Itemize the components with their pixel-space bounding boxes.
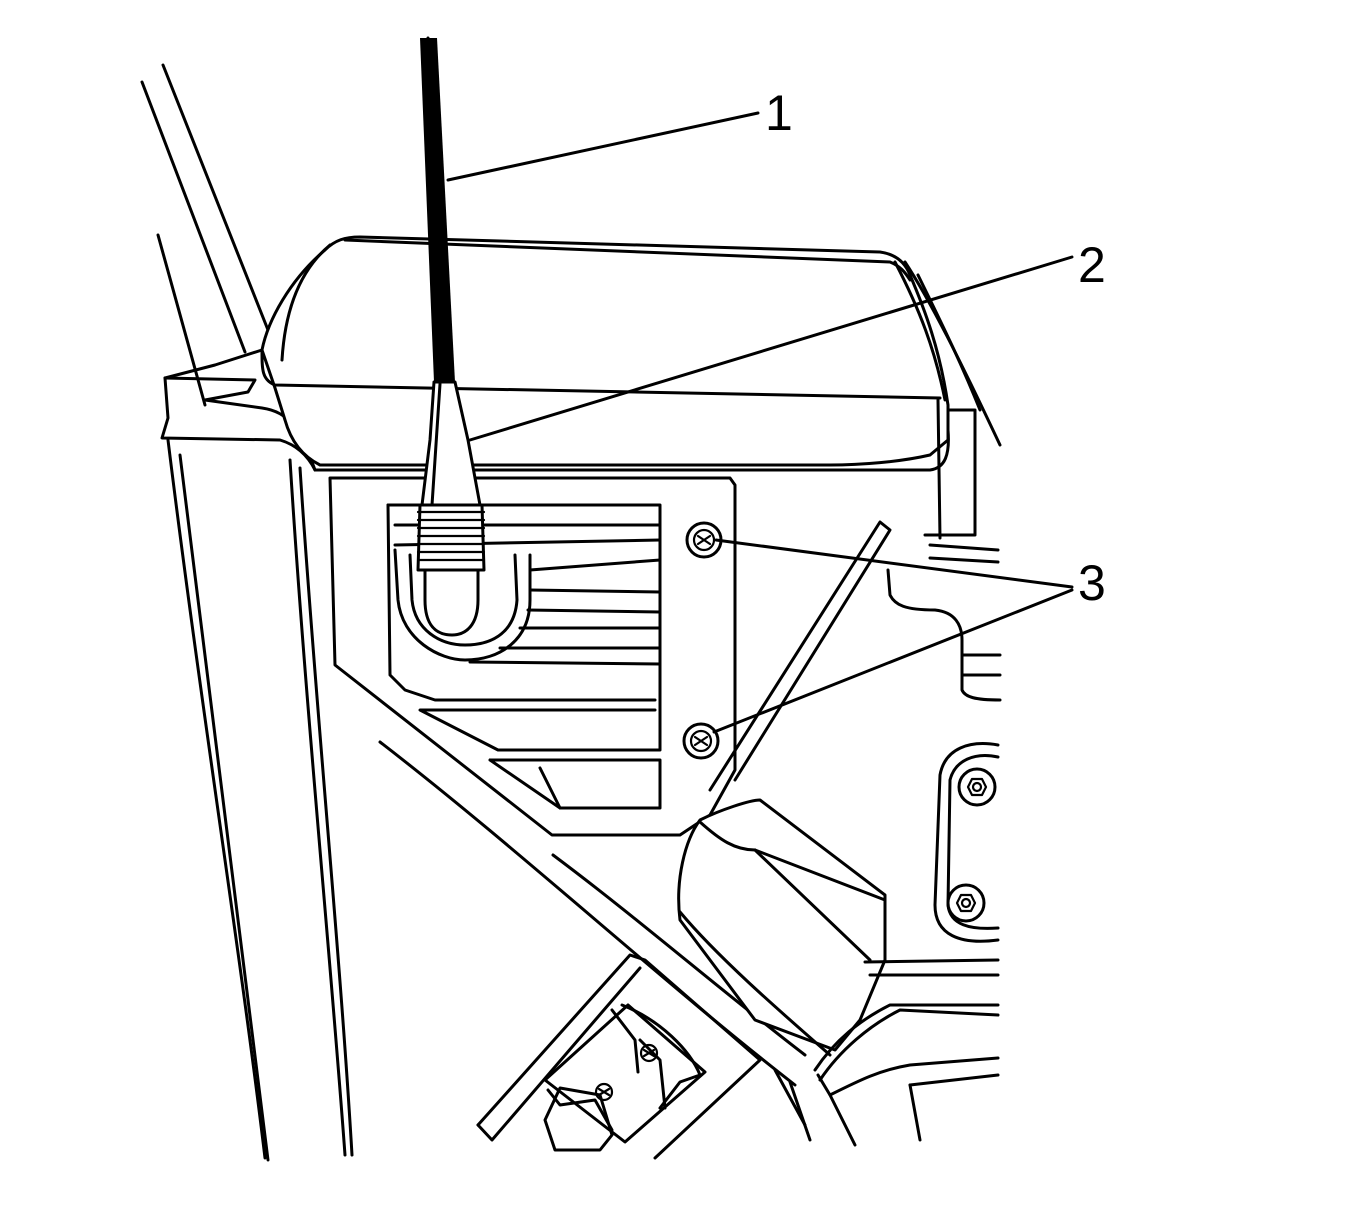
right-side-panel <box>886 260 1002 702</box>
callout-1-label: 1 <box>765 85 793 141</box>
antenna-mast <box>420 36 482 507</box>
cable-cradle <box>393 548 532 662</box>
antenna-base-collar <box>416 503 486 637</box>
mounting-screw-upper <box>685 521 723 559</box>
bracket-block <box>677 798 887 1057</box>
hex-nut-lower <box>946 883 986 923</box>
antenna-mounting-plate <box>328 476 737 837</box>
left-pillar <box>140 63 354 1162</box>
mounting-screw-lower <box>682 722 720 760</box>
callout-2-label: 2 <box>1078 237 1106 293</box>
antenna-housing-cover <box>260 235 950 467</box>
callout-3-label: 3 <box>1078 555 1106 611</box>
hex-nut-upper <box>957 767 997 807</box>
right-oval-panel <box>863 742 1000 977</box>
lower-console <box>476 953 762 1160</box>
leader-lines <box>446 111 1074 734</box>
lower-right-structure <box>773 1003 1000 1147</box>
